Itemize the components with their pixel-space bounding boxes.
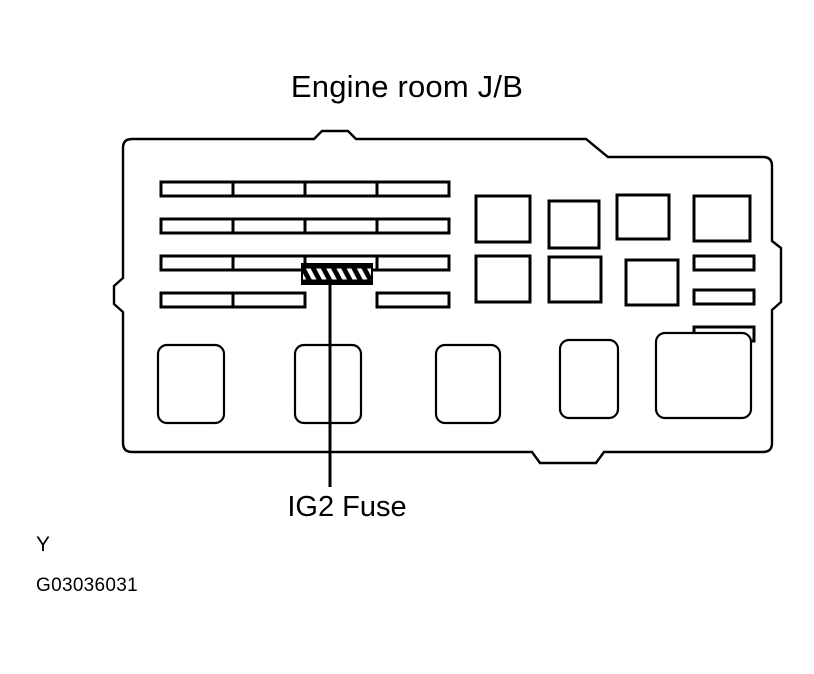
figure-id: G03036031 [36,575,139,596]
page-title: Engine room J/B [290,69,524,104]
relay-square[interactable] [547,255,603,304]
side-slot[interactable] [692,254,756,272]
fuse-slot[interactable] [303,180,379,198]
relay-socket[interactable] [558,338,620,420]
relay-socket[interactable] [434,343,502,425]
fuse-slot[interactable] [375,217,451,235]
relay-socket[interactable] [654,331,753,420]
corner-letter: Y [36,533,51,556]
relay-socket[interactable] [293,343,363,425]
callout-label: IG2 Fuse [287,491,407,523]
fuse-slot[interactable] [159,254,235,272]
relay-socket[interactable] [156,343,226,425]
side-slot[interactable] [692,288,756,306]
relay-square[interactable] [547,199,601,250]
relay-square[interactable] [692,194,752,243]
fuse-slot[interactable] [231,291,307,309]
fuse-slot[interactable] [231,217,307,235]
fuse-slot[interactable] [375,291,451,309]
highlighted-fuse-slot[interactable] [296,258,380,290]
relay-square[interactable] [624,258,680,307]
fuse-slot[interactable] [375,180,451,198]
fuse-slot[interactable] [231,180,307,198]
fuse-slot[interactable] [159,217,235,235]
relay-square[interactable] [474,194,532,244]
fuse-slot[interactable] [303,217,379,235]
fuse-slot[interactable] [231,254,307,272]
fuse-slot[interactable] [159,291,235,309]
fuse-slot[interactable] [159,180,235,198]
fuse-slot[interactable] [375,254,451,272]
relay-square[interactable] [474,254,532,304]
relay-square[interactable] [615,193,671,241]
